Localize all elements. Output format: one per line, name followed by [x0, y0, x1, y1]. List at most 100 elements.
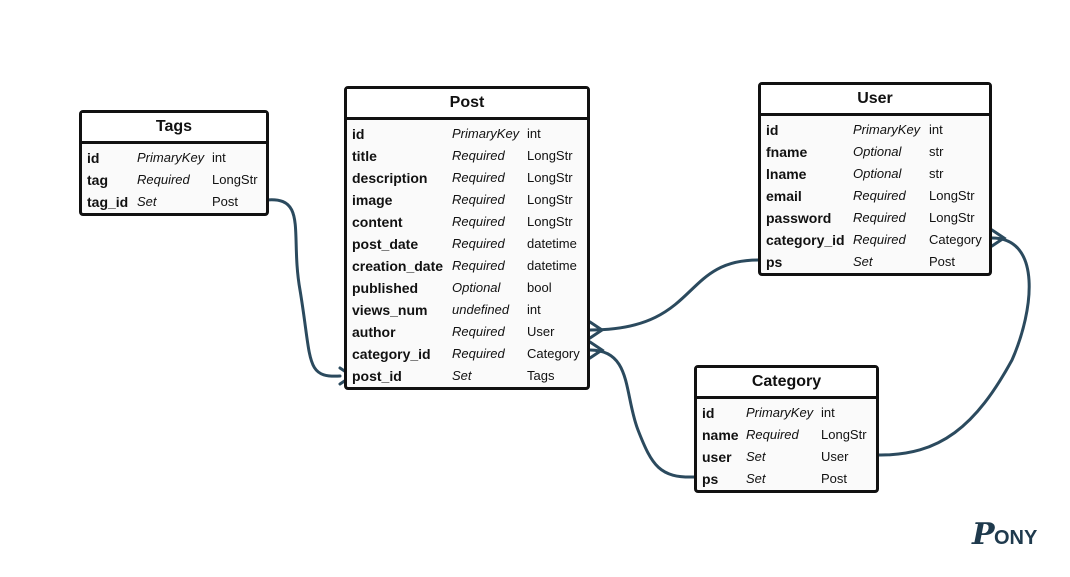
- attribute-name: tag_id: [87, 194, 129, 210]
- attribute-type: LongStr: [929, 210, 975, 225]
- entity-title: Post: [347, 89, 587, 120]
- attribute-name: user: [702, 449, 732, 465]
- attribute-row: content Required LongStr: [347, 211, 587, 233]
- attribute-type: datetime: [527, 236, 577, 251]
- attribute-kind: PrimaryKey: [746, 405, 814, 420]
- attribute-type: Tags: [527, 368, 555, 383]
- attribute-type: LongStr: [212, 172, 258, 187]
- attribute-kind: Optional: [853, 144, 902, 159]
- crows-foot-icon: [588, 340, 605, 360]
- attribute-kind: Required: [853, 210, 906, 225]
- attribute-name: id: [702, 405, 715, 421]
- attribute-kind: PrimaryKey: [137, 150, 205, 165]
- attribute-row: id PrimaryKey int: [82, 147, 266, 169]
- attribute-type: int: [527, 302, 541, 317]
- attribute-kind: Required: [452, 148, 505, 163]
- attribute-type: bool: [527, 280, 552, 295]
- link-post-user: [588, 258, 760, 332]
- attribute-kind: Set: [853, 254, 873, 269]
- attribute-type: LongStr: [821, 427, 867, 442]
- link-user-category: [876, 236, 1031, 457]
- attribute-type: int: [527, 126, 541, 141]
- attribute-type: int: [929, 122, 943, 137]
- attribute-name: ps: [702, 471, 719, 487]
- pony-logo: P ONY: [971, 517, 1038, 550]
- attribute-name: post_date: [352, 236, 419, 252]
- attribute-kind: undefined: [452, 302, 510, 317]
- attribute-name: id: [766, 122, 779, 138]
- attribute-type: LongStr: [929, 188, 975, 203]
- entity-title: Tags: [82, 113, 266, 144]
- attribute-type: str: [929, 144, 944, 159]
- attribute-type: LongStr: [527, 214, 573, 229]
- entity-category[interactable]: Category id PrimaryKey int name Required LongS…: [694, 365, 879, 493]
- attribute-kind: Required: [452, 214, 505, 229]
- attribute-type: User: [821, 449, 849, 464]
- crows-foot-icon: [588, 320, 605, 340]
- attribute-kind: Required: [452, 346, 505, 361]
- attribute-kind: Required: [746, 427, 799, 442]
- attribute-type: Post: [929, 254, 956, 269]
- attribute-kind: Required: [452, 192, 505, 207]
- attribute-name: creation_date: [352, 258, 444, 274]
- attribute-kind: Set: [746, 471, 766, 486]
- attribute-row: fname Optional str: [761, 141, 989, 163]
- attribute-row: email Required LongStr: [761, 185, 989, 207]
- attribute-name: category_id: [766, 232, 845, 248]
- attribute-name: id: [87, 150, 100, 166]
- pony-logo-icon: P: [971, 517, 996, 550]
- entity-title: User: [761, 85, 989, 116]
- entity-title: Category: [697, 368, 876, 399]
- crows-foot-icon: [990, 228, 1007, 248]
- attribute-kind: Required: [853, 188, 906, 203]
- link-post-category: [588, 348, 696, 479]
- attribute-type: int: [212, 150, 226, 165]
- attribute-kind: Required: [452, 236, 505, 251]
- attribute-kind: Required: [452, 258, 505, 273]
- attribute-name: title: [352, 148, 377, 164]
- attribute-name: fname: [766, 144, 808, 160]
- attribute-name: description: [352, 170, 428, 186]
- attribute-kind: Set: [137, 194, 157, 209]
- attribute-kind: Required: [137, 172, 190, 187]
- attribute-name: published: [352, 280, 419, 296]
- attribute-name: author: [352, 324, 396, 340]
- attribute-type: int: [821, 405, 835, 420]
- attribute-type: str: [929, 166, 944, 181]
- attribute-row: title Required LongStr: [347, 145, 587, 167]
- attribute-name: email: [766, 188, 802, 204]
- attribute-kind: Required: [452, 324, 505, 339]
- attribute-type: LongStr: [527, 148, 573, 163]
- attribute-type: Post: [212, 194, 239, 209]
- attribute-name: lname: [766, 166, 807, 182]
- attribute-name: id: [352, 126, 365, 142]
- attribute-row: views_num undefined int: [347, 299, 587, 321]
- attribute-row: name Required LongStr: [697, 424, 876, 446]
- attribute-name: views_num: [352, 302, 428, 318]
- attribute-kind: Optional: [452, 280, 501, 295]
- attribute-name: password: [766, 210, 832, 226]
- attribute-row: tag_id Set Post: [82, 191, 266, 213]
- attribute-row: password Required LongStr: [761, 207, 989, 229]
- attribute-name: post_id: [352, 368, 402, 384]
- attribute-name: content: [352, 214, 403, 230]
- attribute-kind: PrimaryKey: [452, 126, 520, 141]
- attribute-name: category_id: [352, 346, 431, 362]
- attribute-name: name: [702, 427, 739, 443]
- attribute-type: User: [527, 324, 555, 339]
